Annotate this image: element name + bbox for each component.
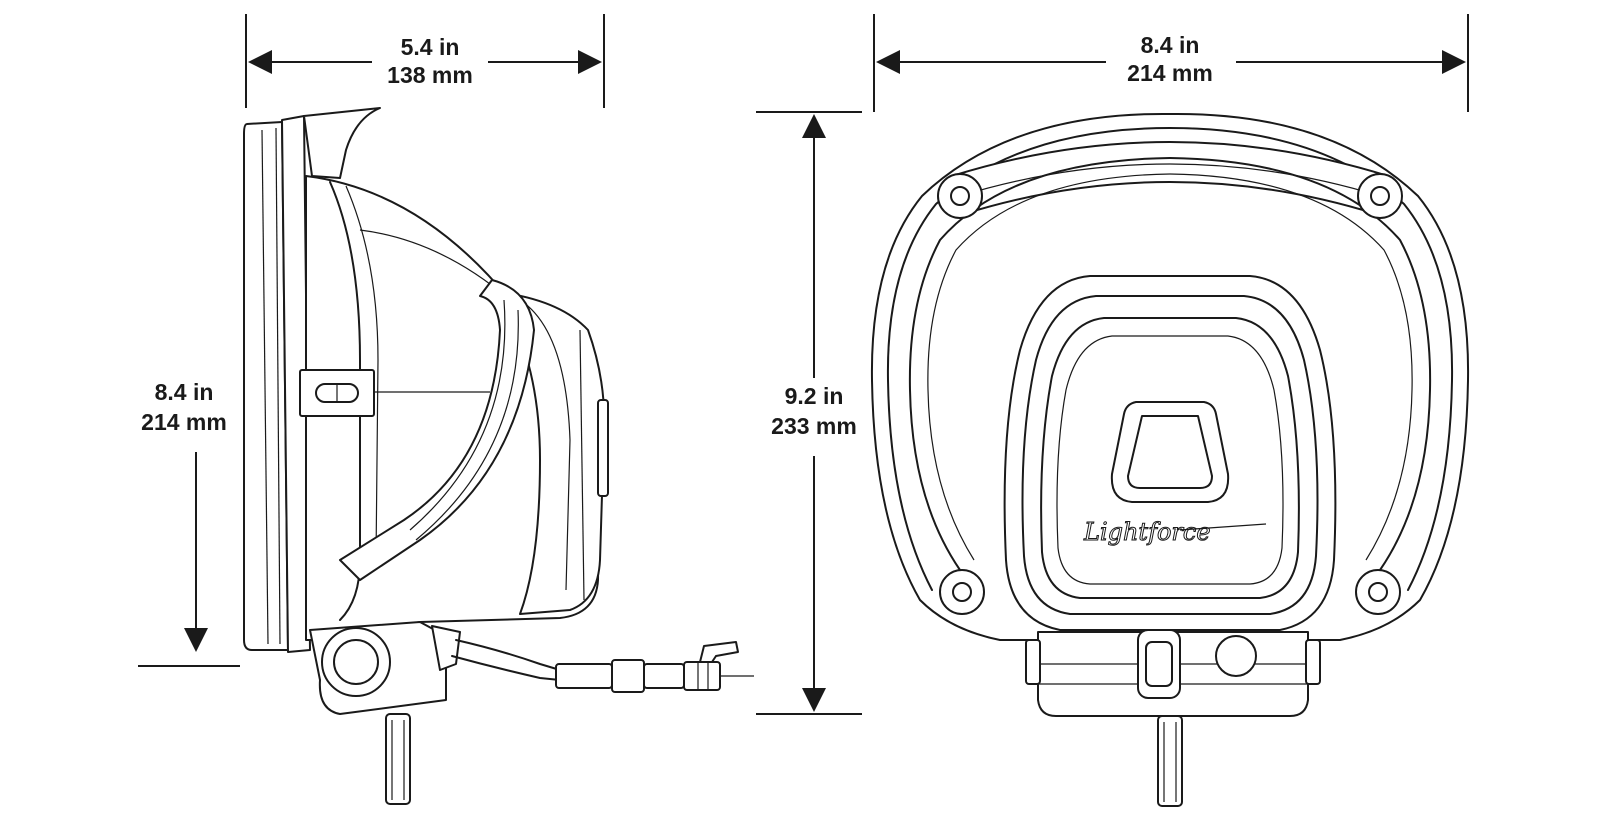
front-width-imperial: 8.4 in [1141, 32, 1200, 58]
front-width-metric: 214 mm [1127, 60, 1213, 86]
lightforce-logo: Lightforce [1083, 518, 1211, 546]
front-width-dimension: 8.4 in 214 mm [873, 14, 1469, 112]
side-depth-dimension: 5.4 in 138 mm [245, 14, 605, 108]
side-height-metric: 214 mm [141, 409, 227, 435]
side-depth-imperial: 5.4 in [401, 34, 460, 60]
side-view: 5.4 in 138 mm 8.4 in 214 mm [138, 14, 754, 805]
front-mount [1025, 629, 1321, 807]
side-housing [243, 107, 609, 653]
side-mount [309, 621, 754, 805]
front-height-dimension: 9.2 in 233 mm [756, 111, 862, 715]
front-center-cover: Lightforce [1003, 275, 1337, 631]
side-height-imperial: 8.4 in [155, 379, 214, 405]
front-height-imperial: 9.2 in [785, 383, 844, 409]
side-depth-metric: 138 mm [387, 62, 473, 88]
front-height-metric: 233 mm [771, 413, 857, 439]
side-height-dimension: 8.4 in 214 mm [138, 379, 240, 667]
front-view: 8.4 in 214 mm 9.2 in 233 mm [756, 14, 1470, 807]
